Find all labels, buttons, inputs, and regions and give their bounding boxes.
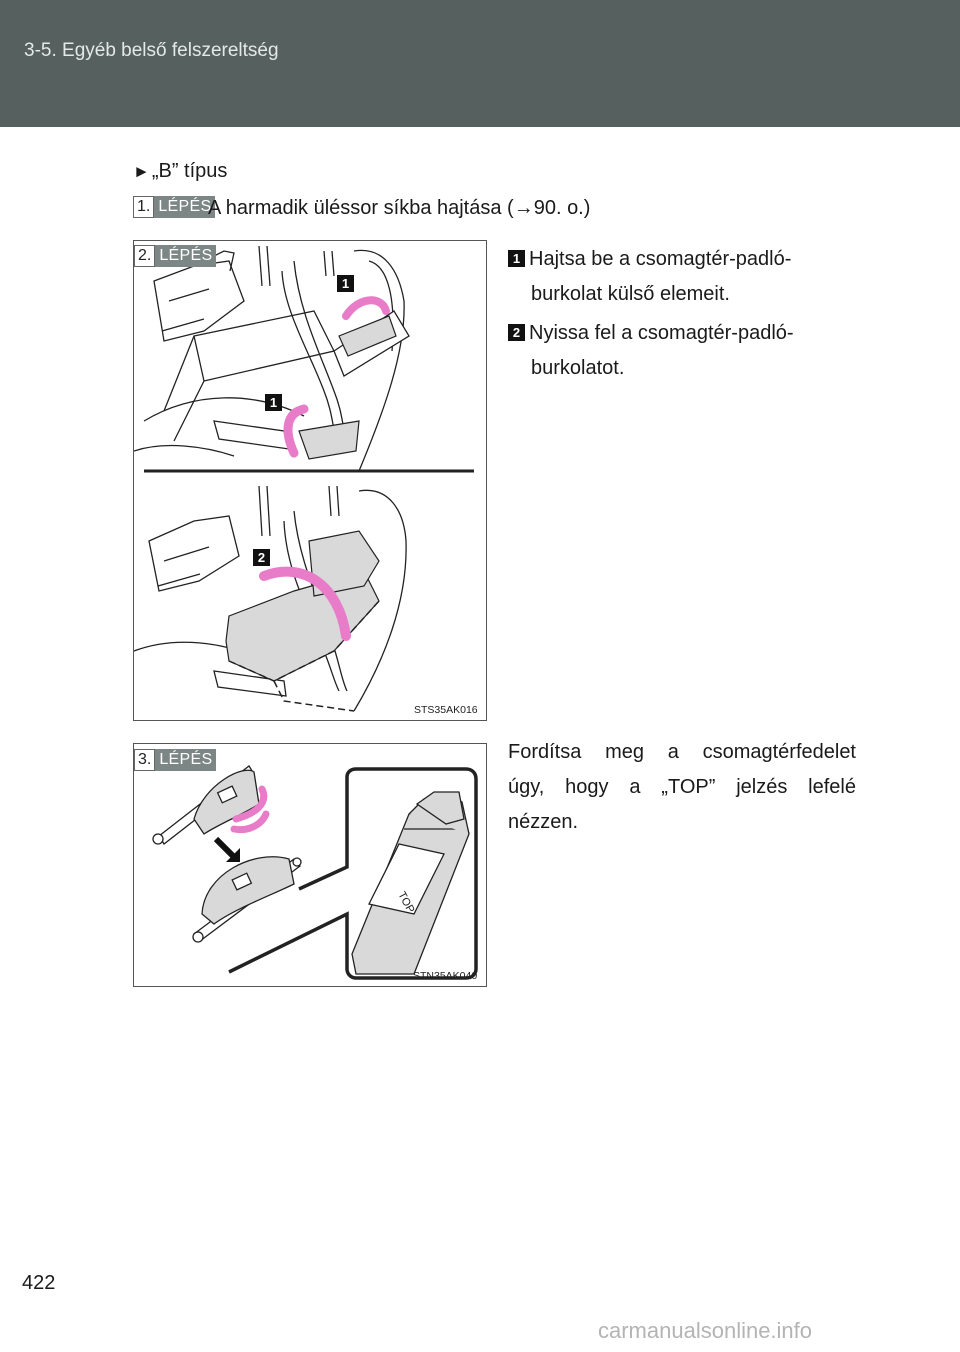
callout-1-top: 1: [337, 275, 354, 292]
step-3-badge: 3. LÉPÉS: [134, 749, 217, 771]
instruction-number: 2: [508, 324, 525, 341]
down-arrow-icon: [213, 836, 237, 860]
step-2-number: 2.: [134, 245, 156, 267]
step-3-instructions: Fordítsa meg a csomagtérfedelet úgy, hog…: [508, 735, 856, 840]
step-3-figure: TOP STN35AK040 3. LÉPÉS: [133, 743, 487, 987]
instruction-line: burkolatot.: [531, 357, 625, 379]
rotate-arrow-icon: [232, 785, 268, 823]
instruction-line: Fordítsa meg a csomagtérfedelet: [508, 741, 856, 763]
figure-code: STS35AK016: [414, 704, 478, 716]
instruction-line: burkolat külső elemeit.: [531, 283, 730, 305]
page-number: 422: [22, 1272, 56, 1294]
instruction-line: nézzen.: [508, 811, 579, 833]
figure-code: STN35AK040: [413, 970, 478, 982]
callout-1-mid: 1: [265, 394, 282, 411]
step-2-figure: 1 1 2 STS35AK016 2. LÉPÉS: [133, 240, 487, 721]
step-3-label: LÉPÉS: [155, 749, 217, 771]
pink-arrow-icon: [283, 404, 309, 458]
pink-arrow-icon: [259, 566, 351, 641]
step-2-label: LÉPÉS: [155, 245, 217, 267]
watermark: carmanualsonline.info: [598, 1318, 813, 1343]
step-1-label: LÉPÉS: [154, 196, 216, 218]
step-2-badge: 2. LÉPÉS: [134, 245, 217, 267]
callout-2: 2: [253, 549, 270, 566]
trunk-floor-illustration: [134, 245, 474, 712]
instruction-number: 1: [508, 250, 525, 267]
step-1-text: A harmadik üléssor síkba hajtása (→90. o…: [208, 197, 591, 219]
section-title: 3-5. Egyéb belső felszereltség: [24, 40, 279, 61]
type-heading: ►„B” típus: [133, 160, 227, 183]
step-1-badge: 1. LÉPÉS: [133, 196, 216, 218]
step-3-number: 3.: [134, 749, 156, 771]
step-1-number: 1.: [133, 196, 155, 218]
instruction-line: úgy, hogy a „TOP” jelzés lefelé: [508, 776, 856, 798]
folded-panel-shape: [298, 420, 360, 460]
type-label: „B” típus: [151, 160, 228, 182]
page-header: 3-5. Egyéb belső felszereltség: [0, 0, 960, 127]
cargo-cover-illustration: TOP: [152, 765, 478, 980]
pink-arrow-icon: [342, 296, 390, 320]
triangle-marker-icon: ►: [133, 162, 150, 181]
